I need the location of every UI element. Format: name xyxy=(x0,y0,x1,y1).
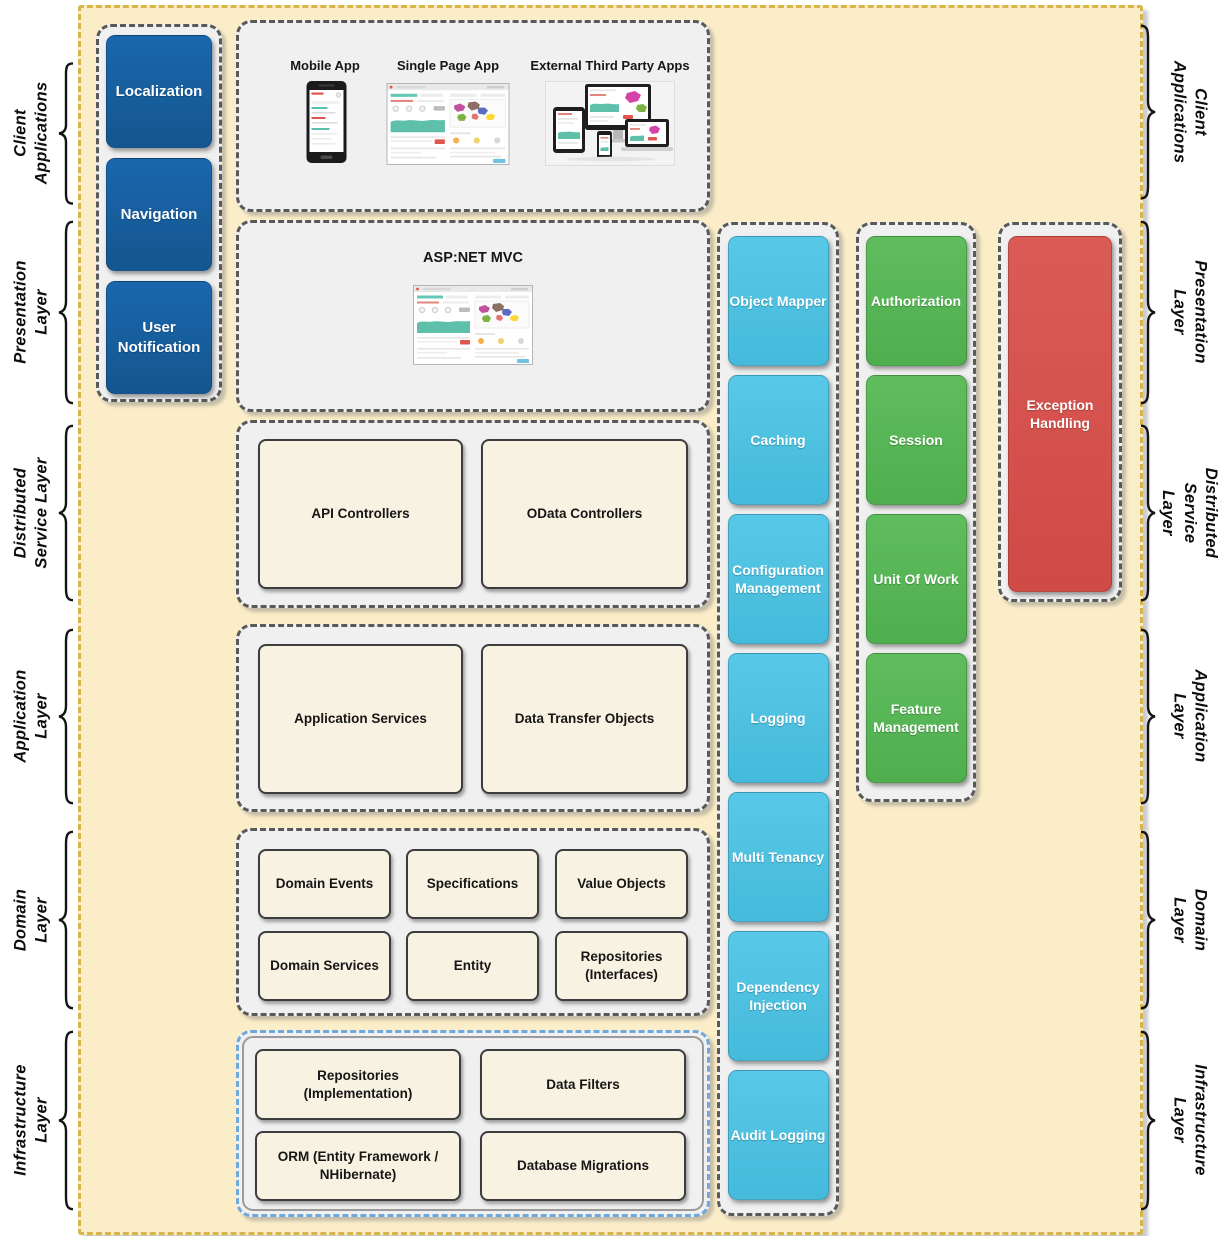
entity-box: Entity xyxy=(406,931,539,1001)
left-label-infrastructure-layer: Infrastructure Layer xyxy=(11,1064,51,1176)
aspnet-mvc-title: ASP:NET MVC xyxy=(423,250,523,266)
domain-layer-group: Domain Events Specifications Value Objec… xyxy=(236,828,710,1016)
right-label-distributed-service-layer: Distributed Service Layer xyxy=(1159,467,1220,559)
user-notification-box: User Notification xyxy=(106,281,212,394)
configuration-management-box: Configuration Management xyxy=(727,514,829,644)
left-label-client-applications: Client Applications xyxy=(11,81,51,185)
data-transfer-objects-box: Data Transfer Objects xyxy=(481,644,688,794)
external-apps-image xyxy=(545,81,675,166)
caching-box: Caching xyxy=(727,375,829,505)
audit-logging-box: Audit Logging xyxy=(727,1070,829,1200)
presentation-layer-group: ASP:NET MVC xyxy=(236,220,710,412)
orm-box: ORM (Entity Framework / NHibernate) xyxy=(255,1131,461,1201)
repositories-implementation-box: Repositories (Implementation) xyxy=(255,1049,461,1120)
right-label-application-layer: Application Layer xyxy=(1170,669,1210,763)
database-migrations-box: Database Migrations xyxy=(480,1131,686,1201)
logging-box: Logging xyxy=(727,653,829,783)
section-brace xyxy=(1139,220,1157,405)
left-label-presentation-layer: Presentation Layer xyxy=(11,260,51,364)
api-controllers-box: API Controllers xyxy=(258,439,463,589)
application-services-box: Application Services xyxy=(258,644,463,794)
repositories-interfaces-box: Repositories (Interfaces) xyxy=(555,931,688,1001)
section-brace xyxy=(57,1030,75,1211)
distributed-service-layer-group: API Controllers OData Controllers xyxy=(236,420,710,608)
aspnet-mvc-screenshot xyxy=(413,285,533,365)
odata-controllers-box: OData Controllers xyxy=(481,439,688,589)
right-label-domain-layer: Domain Layer xyxy=(1170,888,1210,952)
single-page-app-image xyxy=(385,83,511,165)
framework-services-group: Object Mapper Caching Configuration Mana… xyxy=(717,222,839,1216)
multi-tenancy-box: Multi Tenancy xyxy=(727,792,829,922)
section-brace xyxy=(57,62,75,205)
data-filters-box: Data Filters xyxy=(480,1049,686,1120)
feature-management-box: Feature Management xyxy=(865,653,967,783)
section-brace xyxy=(1139,830,1157,1010)
section-brace xyxy=(57,628,75,805)
specifications-box: Specifications xyxy=(406,849,539,919)
localization-box: Localization xyxy=(106,35,212,148)
application-layer-group: Application Services Data Transfer Objec… xyxy=(236,624,710,812)
section-brace xyxy=(1139,424,1157,602)
domain-services-box: Domain Services xyxy=(258,931,391,1001)
unit-of-work-box: Unit Of Work xyxy=(865,514,967,644)
section-brace xyxy=(1139,24,1157,200)
right-label-infrastructure-layer: Infrastructure Layer xyxy=(1170,1064,1210,1176)
mobile-app-image xyxy=(305,81,348,163)
right-label-client-applications: Client Applications xyxy=(1170,60,1210,164)
left-label-distributed-service-layer: Distributed Service Layer xyxy=(11,457,51,569)
client-applications-group: Mobile App Single Page App External Thir… xyxy=(236,20,710,212)
section-brace xyxy=(57,220,75,405)
single-page-app-label: Single Page App xyxy=(396,58,500,73)
section-brace xyxy=(1139,1030,1157,1211)
value-objects-box: Value Objects xyxy=(555,849,688,919)
object-mapper-box: Object Mapper xyxy=(727,236,829,366)
session-services-group: Authorization Session Unit Of Work Featu… xyxy=(856,222,976,802)
section-brace xyxy=(1139,628,1157,805)
ui-services-group: Localization Navigation User Notificatio… xyxy=(96,24,222,402)
left-label-domain-layer: Domain Layer xyxy=(11,888,51,952)
external-third-party-apps-label: External Third Party Apps xyxy=(530,58,690,73)
authorization-box: Authorization xyxy=(865,236,967,366)
session-box: Session xyxy=(865,375,967,505)
section-brace xyxy=(57,830,75,1010)
exception-handling-box: Exception Handling xyxy=(1008,236,1112,592)
domain-events-box: Domain Events xyxy=(258,849,391,919)
right-label-presentation-layer: Presentation Layer xyxy=(1170,260,1210,364)
error-services-group: Exception Handling xyxy=(998,222,1122,602)
dependency-injection-box: Dependency Injection xyxy=(727,931,829,1061)
infrastructure-layer-group: Repositories (Implementation) Data Filte… xyxy=(236,1030,710,1217)
mobile-app-label: Mobile App xyxy=(290,58,360,73)
section-brace xyxy=(57,424,75,602)
left-label-application-layer: Application Layer xyxy=(11,669,51,763)
navigation-box: Navigation xyxy=(106,158,212,271)
